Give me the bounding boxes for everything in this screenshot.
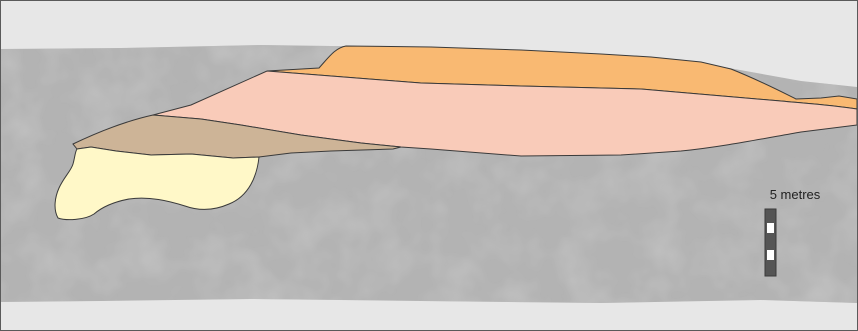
scale-bar-frame [765,209,776,276]
scale-bar-light-segment [767,223,774,233]
scale-bar-label: 5 metres [770,187,821,202]
scale-bar-light-segment [767,250,774,260]
